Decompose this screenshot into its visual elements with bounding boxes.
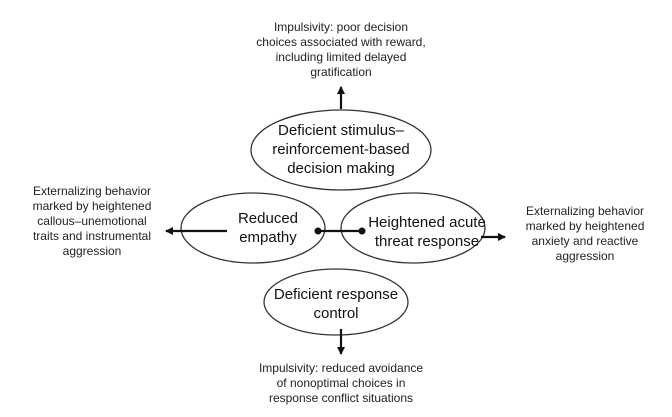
- threat-line-1: Heightened acute: [368, 214, 486, 231]
- threat-response-ellipse: [340, 192, 486, 264]
- threat-line-2: threat response: [374, 233, 480, 250]
- outcome-top-line-2: choices associated with reward,: [256, 35, 426, 49]
- connector-dot-left: [314, 227, 322, 235]
- decision-making-line-1: Deficient stimulus–: [278, 122, 404, 139]
- outcome-bottom-line-2: of nonoptimal choices in: [276, 376, 406, 390]
- decision-making-label: Deficient stimulus– reinforcement-based …: [251, 121, 431, 178]
- decision-making-ellipse: [250, 109, 432, 191]
- outcome-left-line-2: marked by heightened: [32, 199, 152, 213]
- outcome-right-line-2: marked by heightened: [525, 219, 645, 233]
- outcome-right-line-3: anxiety and reactive: [531, 234, 639, 248]
- outcome-bottom: Impulsivity: reduced avoidance of nonopt…: [236, 361, 446, 406]
- empathy-label: Reduced empathy: [206, 209, 330, 247]
- response-control-ellipse: [263, 268, 409, 336]
- outcome-bottom-line-3: response conflict situations: [268, 391, 414, 405]
- outcome-left: Externalizing behavior marked by heighte…: [12, 184, 172, 259]
- outcome-right: Externalizing behavior marked by heighte…: [505, 204, 665, 264]
- response-control-line-1: Deficient response: [273, 286, 399, 303]
- outcome-right-line-4: aggression: [555, 249, 615, 263]
- outcome-left-line-3: callous–unemotional: [37, 214, 147, 228]
- outcome-top-line-1: Impulsivity: poor decision: [273, 20, 409, 34]
- response-control-line-2: control: [313, 305, 359, 322]
- outcome-bottom-line-1: Impulsivity: reduced avoidance: [258, 361, 424, 375]
- outcome-left-line-5: aggression: [62, 244, 122, 258]
- outcome-left-line-4: traits and instrumental: [32, 229, 152, 243]
- empathy-line-1: Reduced: [237, 210, 299, 227]
- decision-making-line-2: reinforcement-based: [272, 141, 410, 158]
- response-control-label: Deficient response control: [266, 285, 406, 323]
- outcome-top-line-4: gratification: [310, 65, 372, 79]
- outcome-top: Impulsivity: poor decision choices assoc…: [241, 20, 441, 80]
- outcome-top-line-3: including limited delayed: [275, 50, 407, 64]
- empathy-line-2: empathy: [239, 229, 297, 246]
- outcome-left-line-1: Externalizing behavior: [32, 184, 152, 198]
- connector-dot-right: [358, 227, 366, 235]
- decision-making-line-3: decision making: [287, 160, 395, 177]
- outcome-right-line-1: Externalizing behavior: [525, 204, 645, 218]
- threat-response-label: Heightened acute threat response: [357, 213, 497, 251]
- empathy-ellipse: [180, 192, 326, 264]
